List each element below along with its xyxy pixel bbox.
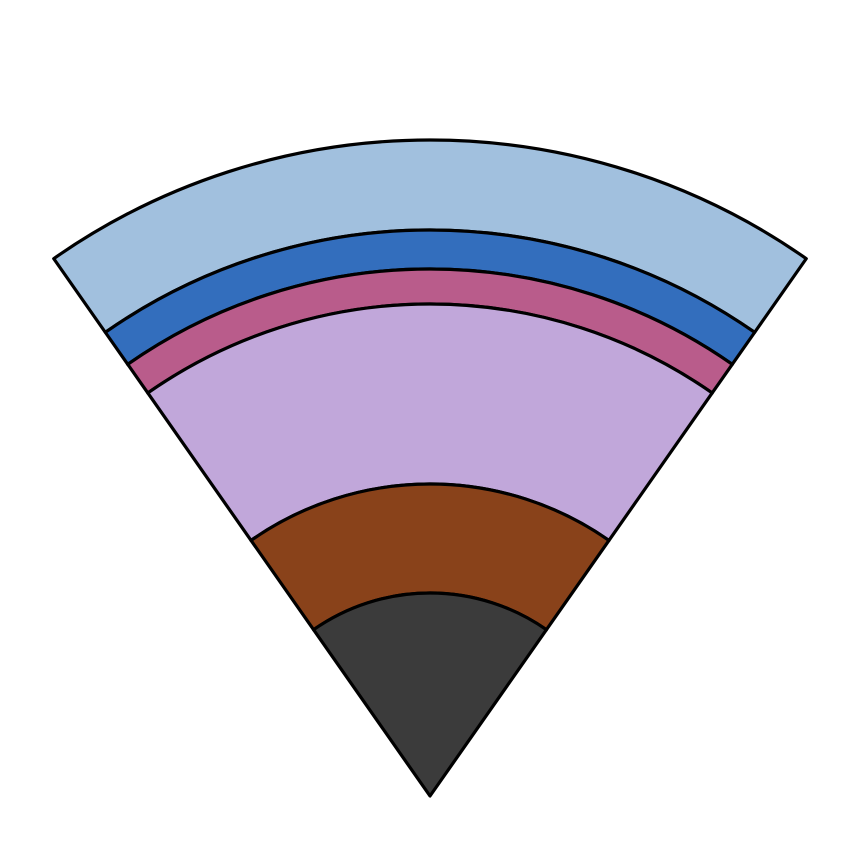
wedge-band-6 xyxy=(311,591,549,798)
